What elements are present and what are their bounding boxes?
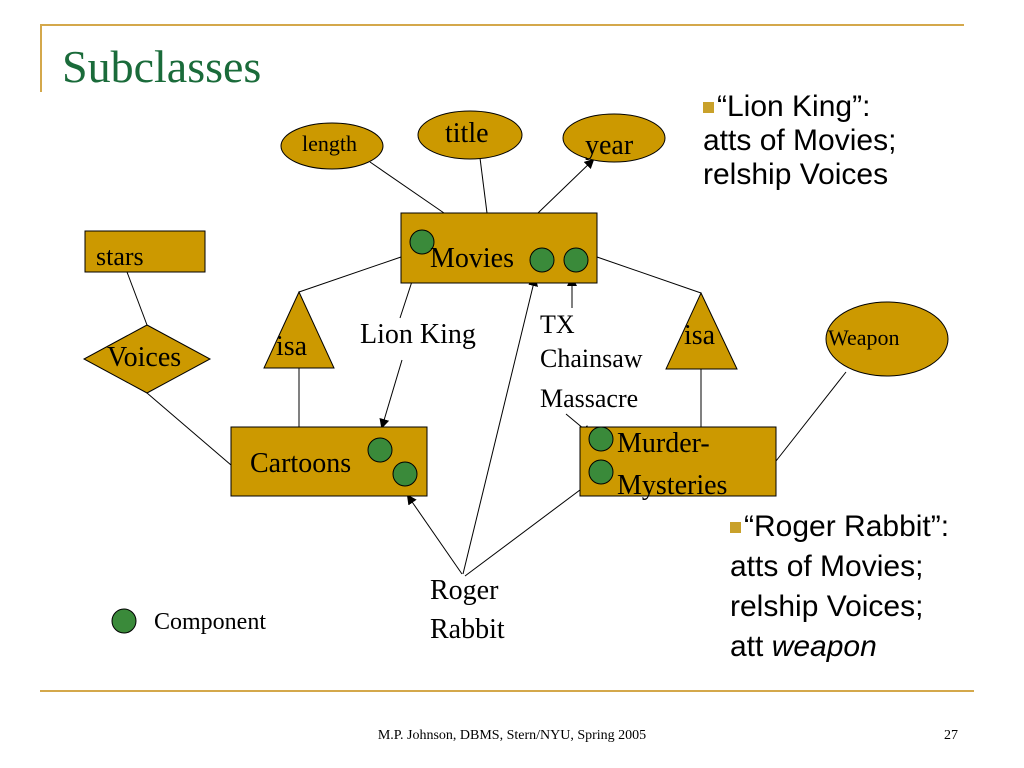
stars-to-voices <box>126 271 148 326</box>
lion-king-note-line2: atts of Movies; <box>703 124 897 157</box>
stars-label: stars <box>96 242 144 271</box>
tx-label-line1: TX <box>540 310 575 339</box>
lion-king-note-line1: “Lion King”: <box>703 90 896 124</box>
footer-text: M.P. Johnson, DBMS, Stern/NYU, Spring 20… <box>377 728 647 743</box>
component-circle <box>529 247 555 273</box>
murder-label-line2: Mysteries <box>617 470 728 501</box>
tx-label-line3: Massacre <box>540 384 639 413</box>
length-label: length <box>302 131 357 156</box>
murder-label-line1: Murder- <box>617 428 710 459</box>
voices-to-cartoons <box>146 392 232 466</box>
slide-title: Subclasses <box>62 41 262 92</box>
right-isa-triangle <box>665 291 738 370</box>
bullet-icon <box>703 102 714 113</box>
cartoons-label: Cartoons <box>250 448 352 479</box>
length-attribute <box>280 122 384 170</box>
lion-king-note-line3: relship Voices <box>703 158 889 191</box>
right-isa-label: isa <box>684 320 716 351</box>
movies-to-year <box>537 158 595 214</box>
lion-king-note-line1-text: “Lion King”: <box>717 90 871 123</box>
lion-king-label: Lion King <box>360 319 476 350</box>
weapon-attribute <box>825 301 949 377</box>
roger-to-murder-arrow <box>464 476 598 577</box>
voices-relationship <box>82 324 212 394</box>
left-isa-triangle <box>263 290 335 369</box>
cartoons-entity <box>230 426 428 497</box>
left-rule <box>40 24 42 92</box>
movies-to-left-isa <box>298 256 402 293</box>
movies-entity <box>400 212 598 284</box>
roger-rabbit-note: “Roger Rabbit”: atts of Movies; relship … <box>730 507 949 667</box>
page-number: 27 <box>944 728 958 743</box>
lion-king-note: “Lion King”: atts of Movies; relship Voi… <box>703 90 896 192</box>
component-circle <box>563 247 589 273</box>
year-attribute <box>562 113 666 163</box>
weapon-label: Weapon <box>828 325 900 350</box>
length-to-movies <box>369 161 445 214</box>
component-circle <box>588 426 614 452</box>
tx-label-line2: Chainsaw <box>540 344 643 373</box>
component-circle <box>588 459 614 485</box>
roger-rabbit-note-line2: atts of Movies; <box>730 550 924 583</box>
roger-to-cartoons-arrow <box>406 494 463 575</box>
legend-component-label: Component <box>154 609 266 635</box>
roger-label-line2: Rabbit <box>430 614 505 645</box>
lion-king-to-cartoons-arrow <box>379 359 403 429</box>
component-markers <box>111 229 614 634</box>
arrows <box>379 255 598 577</box>
title-label: title <box>445 118 489 149</box>
roger-rabbit-note-line4-emph: weapon <box>771 630 877 663</box>
bullet-icon <box>730 522 741 533</box>
component-circle <box>392 461 418 487</box>
roger-rabbit-note-line3: relship Voices; <box>730 590 924 623</box>
roger-to-movies-arrow <box>462 276 538 575</box>
title-attribute <box>417 110 523 160</box>
movies-to-right-isa <box>596 256 702 294</box>
movies-label: Movies <box>430 243 514 274</box>
roger-rabbit-note-line1-text: “Roger Rabbit”: <box>744 510 950 543</box>
year-label: year <box>585 130 634 161</box>
component-circle <box>409 229 435 255</box>
top-rule <box>40 24 964 26</box>
roger-rabbit-note-line1: “Roger Rabbit”: <box>730 507 949 547</box>
voices-label: Voices <box>107 342 182 373</box>
roger-rabbit-note-line4: att weapon <box>730 627 949 667</box>
roger-label-line1: Roger <box>430 575 499 606</box>
component-circle <box>367 437 393 463</box>
connector-lines <box>126 157 847 466</box>
roger-rabbit-note-line4-prefix: att <box>730 630 772 663</box>
left-isa-label: isa <box>276 331 308 362</box>
title-to-movies <box>479 157 488 214</box>
weapon-to-murder <box>775 371 847 462</box>
footer-rule <box>40 690 974 692</box>
legend-component-circle <box>111 608 137 634</box>
stars-entity <box>84 230 206 273</box>
